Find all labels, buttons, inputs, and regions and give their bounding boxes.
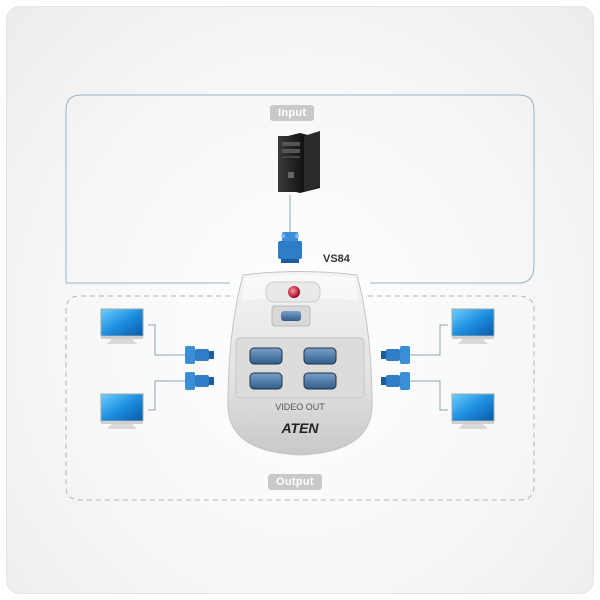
output-cable-right-bottom — [410, 380, 448, 411]
monitor-top-left — [100, 308, 144, 344]
output-port-3 — [249, 372, 283, 390]
output-cable-left-bottom — [148, 380, 185, 411]
monitor-top-right — [451, 308, 495, 344]
model-label: VS84 — [323, 253, 350, 265]
device-port-label: VIDEO OUT — [275, 402, 325, 412]
vs84-device: VIDEO OUT ATEN — [227, 271, 373, 456]
vga-connector-left-top — [185, 346, 214, 364]
computer-tower-icon — [278, 131, 320, 193]
monitor-bottom-left — [100, 393, 144, 429]
input-region-frame — [65, 94, 535, 284]
vga-connector-right-bottom — [381, 372, 410, 390]
output-cable-left-top — [148, 324, 185, 356]
vga-connector-icon — [278, 232, 302, 263]
output-port-2 — [303, 347, 337, 365]
vga-connector-right-top — [381, 346, 410, 364]
power-led — [288, 286, 300, 298]
input-region-label: Input — [270, 105, 315, 121]
monitor-bottom-right — [451, 393, 495, 429]
output-port-4 — [303, 372, 337, 390]
vga-connector-left-bottom — [185, 372, 214, 390]
output-cable-right-top — [410, 324, 448, 356]
brand-logo: ATEN — [280, 420, 319, 436]
output-port-1 — [249, 347, 283, 365]
output-region-frame — [65, 295, 535, 501]
output-region-label: Output — [268, 474, 322, 490]
